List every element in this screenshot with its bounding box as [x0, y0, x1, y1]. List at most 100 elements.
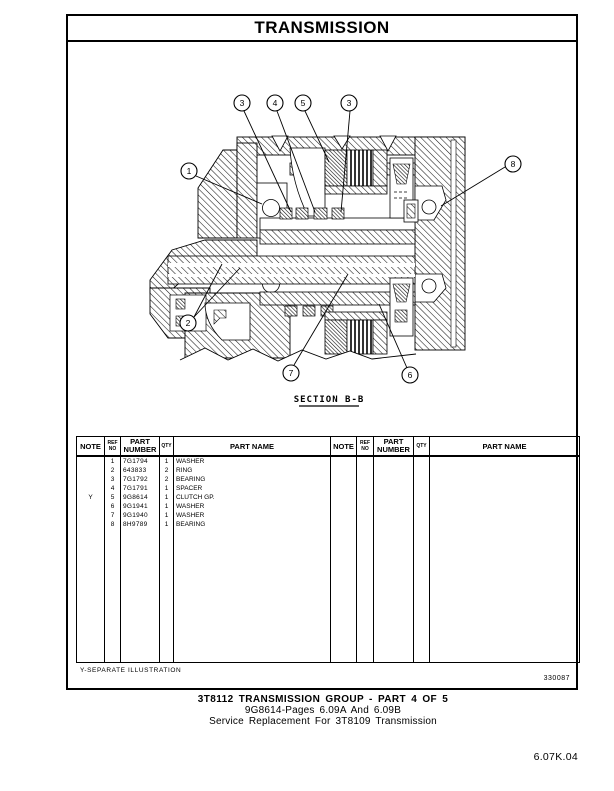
callout-balloon-2 [179, 314, 197, 332]
piston-pin-core [406, 203, 416, 219]
cell-empty [373, 475, 414, 484]
yoke-detail [175, 298, 186, 310]
shaft-bearing [331, 207, 345, 220]
cell-part-number: 7G1791 [120, 484, 160, 493]
cell-note [77, 475, 105, 484]
header-part-name-left: PART NAME [173, 436, 331, 457]
sleeve-white-band [259, 217, 416, 231]
header-note-left: NOTE [76, 436, 105, 457]
cell-note [77, 484, 105, 493]
left-housing-column [236, 142, 258, 239]
cell-qty: 1 [159, 456, 174, 466]
cell-empty [330, 475, 357, 484]
cell-ref-no: 4 [104, 484, 121, 493]
drum-cavity-upper [289, 147, 326, 217]
cell-empty [429, 466, 580, 475]
cell-empty [330, 502, 357, 511]
table-row: 3 7G1792 2 BEARING [77, 475, 580, 484]
cell-empty [330, 520, 357, 529]
cell-qty: 1 [159, 520, 174, 529]
cell-empty [413, 484, 430, 493]
shaft-groove [168, 263, 415, 267]
cell-empty [356, 502, 374, 511]
cell-part-number: 643833 [120, 466, 160, 475]
break-notch [333, 135, 351, 150]
page-footer: 3T8112 TRANSMISSION GROUP - PART 4 OF 5 … [66, 694, 580, 727]
cell-empty [429, 511, 580, 520]
callout-balloon-7 [282, 364, 300, 382]
cell-qty: 1 [159, 511, 174, 520]
transmission-section-diagram: 1 2 3 4 5 3 8 7 6 SECTION B-B [110, 88, 530, 408]
callout-number: 3 [347, 98, 352, 108]
title-bar: TRANSMISSION [68, 16, 576, 42]
cell-empty [356, 511, 374, 520]
right-upper-bearing-ball [421, 199, 437, 215]
clutch-cap-lower [372, 319, 388, 355]
shaft-washer-lower [302, 305, 316, 317]
cell-empty [120, 529, 160, 663]
callout-balloon-4 [266, 94, 284, 112]
cell-empty [356, 475, 374, 484]
cell-note [77, 466, 105, 475]
cell-empty [373, 502, 414, 511]
table-row: 2 643833 2 RING [77, 466, 580, 475]
cell-empty [413, 511, 430, 520]
left-upper-bearing-ball [262, 199, 280, 217]
cell-ref-no: 2 [104, 466, 121, 475]
shaft-groove [168, 274, 415, 277]
break-notch [271, 135, 289, 152]
separate-illustration-note: Y-SEPARATE ILLUSTRATION [80, 667, 182, 674]
table-row: 7 9G1940 1 WASHER [77, 511, 580, 520]
header-qty-left: QTY [159, 436, 174, 457]
cell-empty [413, 493, 430, 502]
callout-balloon-8 [504, 155, 522, 173]
footer-pages-ref: 9G8614-Pages 6.09A And 6.09B [244, 705, 402, 716]
cell-part-name: BEARING [173, 475, 331, 484]
cell-empty [373, 493, 414, 502]
header-ref-no-left: REF NO [104, 436, 121, 457]
cell-ref-no: 3 [104, 475, 121, 484]
cell-part-number: 9G1940 [120, 511, 160, 520]
cell-part-name: CLUTCH GP. [173, 493, 331, 502]
page-code: 6.07K.04 [533, 751, 578, 763]
callout-number: 3 [240, 98, 245, 108]
cell-empty [413, 475, 430, 484]
table-header-row: NOTE REF NO PART NUMBER QTY PART NAME NO… [76, 436, 580, 457]
right-channel [450, 139, 457, 348]
callout-number: 5 [301, 98, 306, 108]
page-frame: TRANSMISSION [66, 14, 580, 690]
cell-part-number: 8H9789 [120, 520, 160, 529]
cell-empty [373, 484, 414, 493]
upper-sleeve [259, 229, 416, 245]
right-lower-bearing-ball [421, 278, 437, 294]
table-row: 1 7G1794 1 WASHER [77, 456, 580, 466]
header-part-number-right: PART NUMBER [373, 436, 414, 457]
piston-detail-lower [392, 283, 411, 303]
cell-empty [77, 529, 105, 663]
cell-empty [373, 520, 414, 529]
cell-empty [413, 456, 430, 466]
cell-empty [330, 511, 357, 520]
table-filler-row [77, 529, 580, 663]
footer-group-title: 3T8112 TRANSMISSION GROUP - PART 4 OF 5 [197, 694, 449, 705]
cell-empty [429, 520, 580, 529]
callout-number: 1 [187, 166, 192, 176]
cell-qty: 1 [159, 502, 174, 511]
header-ref-no-right: REF NO [356, 436, 374, 457]
cell-empty [373, 456, 414, 466]
cell-empty [330, 529, 357, 663]
cell-part-number: 9G1941 [120, 502, 160, 511]
shaft-spacer [313, 207, 328, 220]
cell-empty [330, 484, 357, 493]
cell-part-name: WASHER [173, 502, 331, 511]
cell-note [77, 520, 105, 529]
callout-number: 4 [273, 98, 278, 108]
callout-leaders [193, 110, 506, 369]
cell-ref-no: 5 [104, 493, 121, 502]
page-title: TRANSMISSION [254, 18, 390, 37]
cell-note: Y [88, 494, 93, 501]
drawing-number: 330087 [543, 675, 570, 682]
callout-balloon-1 [180, 162, 198, 180]
header-qty-right: QTY [413, 436, 430, 457]
cell-note [77, 511, 105, 520]
